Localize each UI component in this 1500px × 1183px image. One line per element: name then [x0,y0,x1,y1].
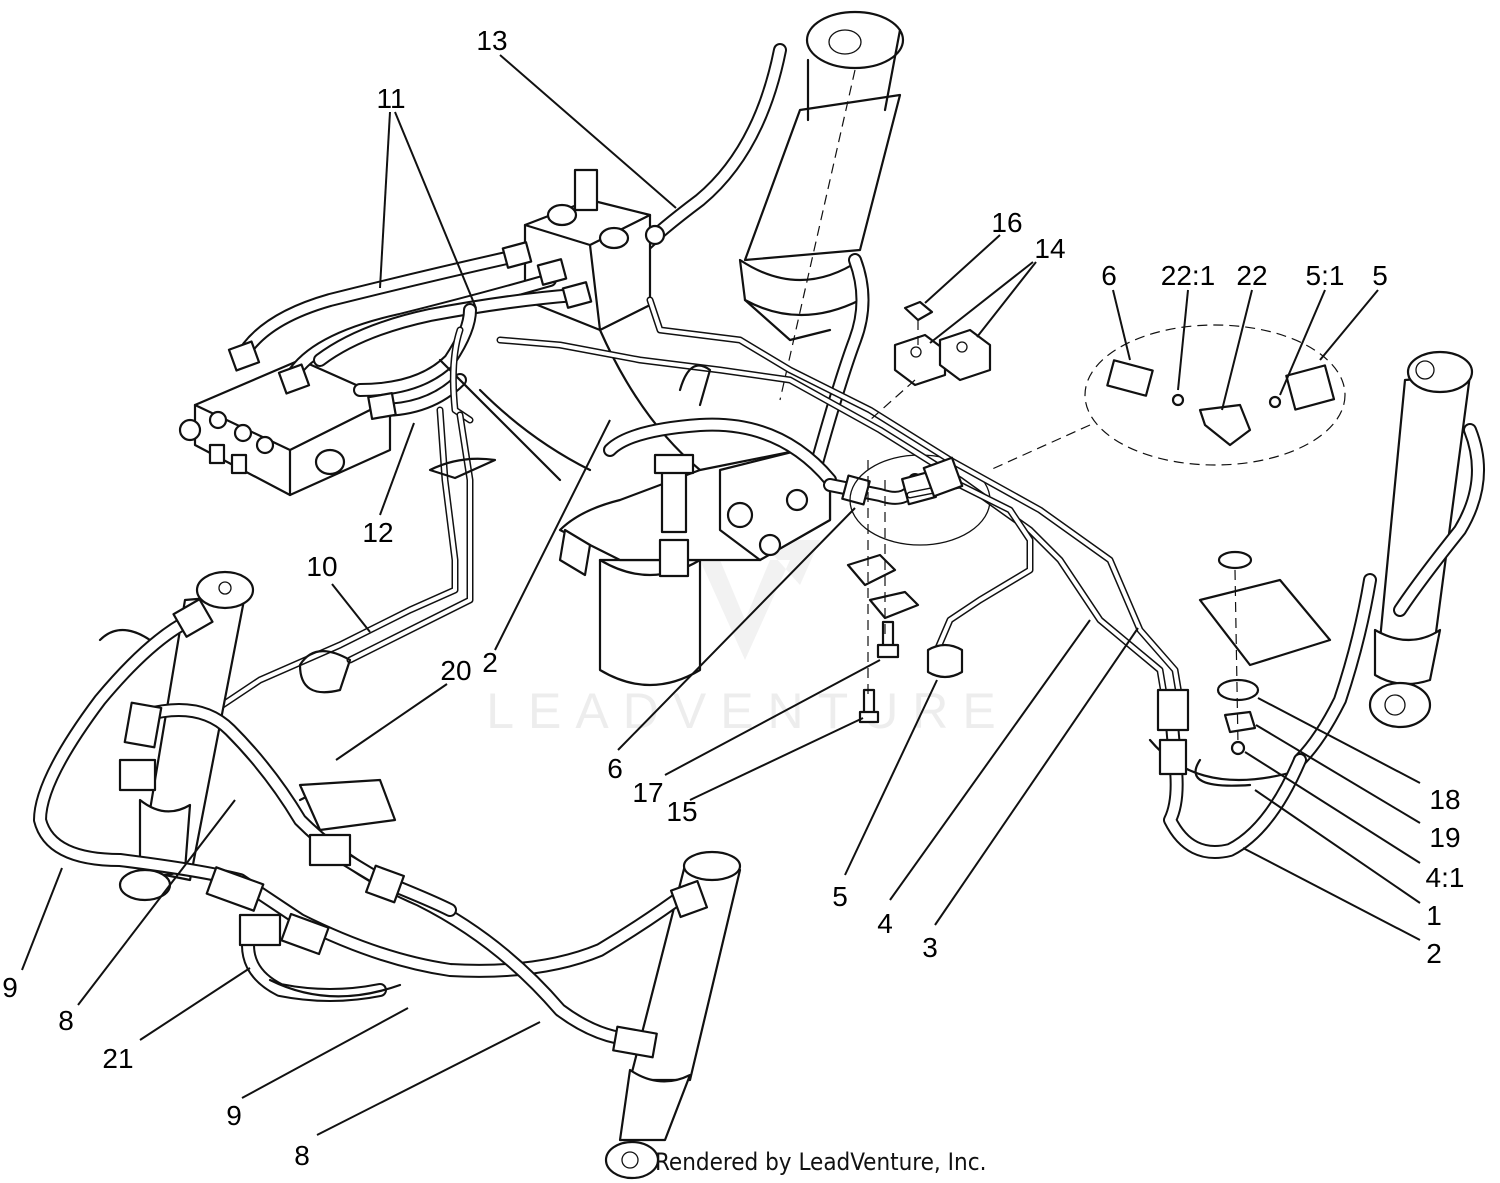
callout-16: 16 [991,207,1022,238]
callout-4: 4 [877,908,893,939]
watermark-logo-icon [700,540,820,660]
callout-4-1: 4:1 [1426,862,1465,893]
callout-19: 19 [1429,822,1460,853]
callout-18: 18 [1429,784,1460,815]
lower-hose-fittings [118,598,709,1059]
watermark-logo-letters: LV [744,599,747,601]
callout-20: 20 [440,655,471,686]
render-credit: Rendered by LeadVenture, Inc. [655,1148,986,1176]
callout-labels: 13 11 12 16 14 6 22:1 22 5:1 5 10 20 2 6… [2,25,1464,1171]
detail-inset [989,324,1346,471]
clamp-blocks-14 [869,300,992,421]
callout-3: 3 [922,932,938,963]
callout-15: 15 [666,796,697,827]
watermark-text: LEADVENTURE [486,683,1010,739]
callout-1: 1 [1426,900,1442,931]
callout-5-1: 5:1 [1306,260,1345,291]
callout-12: 12 [362,517,393,548]
right-frame-plate [1148,550,1332,787]
main-valve-bank [178,358,392,497]
callout-14: 14 [1034,233,1065,264]
callout-13: 13 [476,25,507,56]
callout-6-inset: 6 [1101,260,1117,291]
leader-lines [21,54,1421,1136]
callout-6-center: 6 [607,753,623,784]
callout-17: 17 [632,777,663,808]
callout-8-left: 8 [58,1005,74,1036]
filter-manifold [558,448,832,686]
callout-9-bottom: 9 [226,1100,242,1131]
callout-21: 21 [102,1043,133,1074]
callout-10: 10 [306,551,337,582]
clamp-stack-center [846,460,920,724]
upper-lift-cylinder [738,10,905,401]
control-valve-block [523,168,666,332]
callout-2-right: 2 [1426,938,1442,969]
callout-22-1: 22:1 [1161,260,1216,291]
callout-9-left: 9 [2,972,18,1003]
lower-front-cylinder [604,850,742,1180]
callout-22: 22 [1236,260,1267,291]
watermark: LV LEADVENTURE [486,540,1010,739]
callout-11: 11 [376,83,405,114]
hose-fittings-upper [227,241,593,421]
right-lift-cylinder [1368,350,1474,729]
callout-2-center: 2 [482,647,498,678]
callout-8-bottom: 8 [294,1140,310,1171]
callout-5-inset: 5 [1372,260,1388,291]
callout-5-center: 5 [832,881,848,912]
